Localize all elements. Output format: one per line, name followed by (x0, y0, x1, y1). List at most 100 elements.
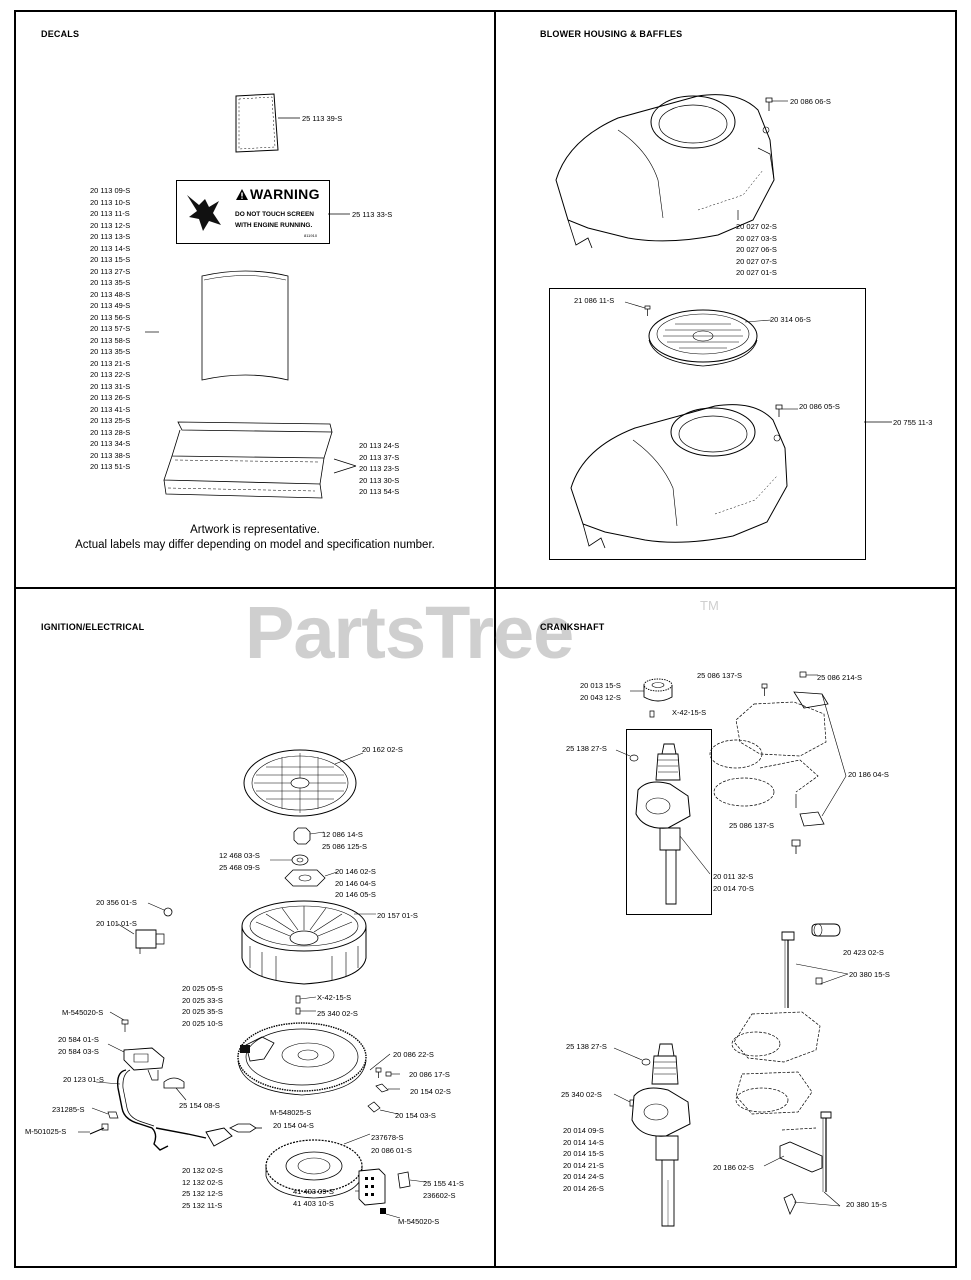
part-number: 231285-S (52, 1105, 85, 1114)
part-number: 20 113 10-S (90, 197, 131, 207)
bracket-part-list: 20 584 01-S 20 584 03-S (58, 1034, 99, 1057)
part-number: 20 113 14-S (90, 243, 131, 253)
part-number: 25 113 39-S (302, 114, 343, 123)
part-number: 20 011 32-S (713, 872, 754, 881)
part-number: 20 154 02-S (410, 1087, 451, 1096)
part-number: 20 584 01-S (58, 1035, 99, 1044)
part-number: 20 113 13-S (90, 232, 131, 241)
part-number: 20 162 02-S (362, 745, 403, 754)
part-number: 20 113 09-S (90, 186, 131, 195)
screw-icon (788, 836, 804, 856)
part-number: 25 086 137-S (729, 821, 775, 830)
stator-drawing (262, 1130, 370, 1204)
vertical-divider (494, 10, 496, 1268)
part-number: 20 086 05-S (799, 402, 840, 411)
part-number: 20 146 05-S (335, 890, 376, 899)
module-bracket-drawing (396, 1170, 426, 1190)
decals-title: DECALS (41, 29, 80, 39)
note-line-2: Actual labels may differ depending on mo… (75, 539, 435, 551)
part-number: 20 014 70-S (713, 883, 754, 893)
blower-title: BLOWER HOUSING & BAFFLES (540, 29, 683, 39)
part-number: 20 113 22-S (90, 370, 131, 379)
part-number: 20 025 33-S (182, 995, 223, 1005)
ignition-title: IGNITION/ELECTRICAL (41, 622, 145, 632)
part-number: 41 403 09-S (293, 1187, 334, 1196)
leader-line (335, 752, 365, 766)
part-number: 20 186 04-S (848, 770, 889, 779)
part-number: 20 014 15-S (563, 1149, 604, 1158)
crankcase-drawing (712, 1000, 832, 1150)
bracket-drawing (108, 1040, 168, 1082)
part-number: 25 155 41-S (423, 1179, 464, 1188)
decal-part-list: 20 113 09-S 20 113 10-S 20 113 11-S 20 1… (90, 185, 130, 473)
clip-icon (92, 1106, 122, 1122)
hub-part-list: 20 146 02-S 20 146 04-S 20 146 05-S (335, 866, 376, 901)
part-number: 20 146 04-S (335, 878, 376, 888)
part-number: 20 113 57-S (90, 324, 131, 333)
part-number: 12 132 02-S (182, 1177, 223, 1187)
part-number: 20 356 01-S (96, 898, 137, 907)
part-number: 20 380 15-S (849, 970, 890, 979)
part-number: 25 340 02-S (561, 1090, 602, 1099)
part-number: 20 157 01-S (377, 911, 418, 920)
screw-icon (764, 96, 788, 112)
grass-screen-drawing (645, 302, 775, 374)
decal-strip-part-list: 20 113 24-S 20 113 37-S 20 113 23-S 20 1… (359, 440, 399, 498)
part-number: 21 086 11-S (574, 296, 615, 305)
part-number: 20 014 26-S (563, 1183, 604, 1193)
curved-decal-drawing (196, 268, 296, 388)
clip-icon (364, 1096, 398, 1116)
part-number: 25 113 33-S (352, 210, 393, 219)
part-number: 20 113 12-S (90, 220, 131, 230)
part-number: 20 132 02-S (182, 1166, 223, 1175)
ignition-module-drawing (355, 1165, 391, 1213)
part-number: 20 423 02-S (843, 948, 884, 957)
stator-part-list: 20 025 05-S 20 025 33-S 20 025 35-S 20 0… (182, 983, 223, 1029)
part-number: 20 123 01-S (63, 1075, 104, 1084)
crankshaft-title: CRANKSHAFT (540, 622, 605, 632)
part-number: 12 468 03-S (219, 851, 260, 860)
connecting-rod-housing-drawing (700, 684, 850, 834)
trademark-mark: TM (700, 598, 719, 613)
part-number: 25 086 137-S (697, 671, 743, 680)
part-number: 20 146 02-S (335, 867, 376, 876)
part-number: 20 027 07-S (736, 256, 777, 266)
cap-screw-drawing (780, 1190, 860, 1220)
hand-hazard-icon (187, 195, 221, 231)
part-number: 25 086 125-S (322, 841, 368, 851)
part-number: X-42-15-S (672, 708, 707, 717)
flywheel-drawing (236, 896, 376, 996)
part-number: 20 113 11-S (90, 209, 130, 218)
warning-decal: WARNING DO NOT TOUCH SCREEN WITH ENGINE … (176, 180, 330, 244)
part-number: 25 138 27-S (566, 1042, 607, 1051)
part-number: 20 014 21-S (563, 1160, 604, 1170)
part-number: 20 025 05-S (182, 984, 223, 993)
part-number: 20 027 03-S (736, 233, 777, 243)
strip-decal-drawing (160, 418, 340, 500)
rotating-screen-drawing (242, 745, 362, 821)
part-number: 20 027 06-S (736, 245, 777, 254)
part-number: 20 086 01-S (371, 1146, 412, 1155)
part-number: 20 113 35-S (90, 278, 131, 287)
note-line-1: Artwork is representative. (190, 524, 320, 536)
clamp-icon (160, 1074, 190, 1102)
part-number: 20 113 30-S (359, 475, 400, 485)
part-number: 20 086 17-S (409, 1070, 450, 1079)
key-icons (614, 1046, 654, 1112)
part-number: 20 025 35-S (182, 1007, 223, 1016)
warning-heading: WARNING (250, 186, 320, 202)
part-number: 20 755 11-3 (893, 418, 933, 427)
part-number: 20 027 02-S (736, 222, 777, 231)
crankshaft-box (626, 729, 712, 915)
warning-line-2: WITH ENGINE RUNNING. (235, 222, 313, 229)
hub-icon (281, 868, 337, 890)
part-number: 20 113 15-S (90, 255, 131, 264)
part-number: 236602-S (423, 1190, 456, 1200)
nut-part-list: 12 086 14-S 25 086 125-S (322, 829, 367, 852)
warning-line-1: DO NOT TOUCH SCREEN (235, 211, 314, 218)
blower-kit-box (549, 288, 866, 560)
leader-lines (794, 962, 850, 986)
horizontal-divider (14, 587, 957, 589)
decal-card-drawing (230, 92, 300, 154)
warning-triangle-icon (236, 189, 248, 200)
